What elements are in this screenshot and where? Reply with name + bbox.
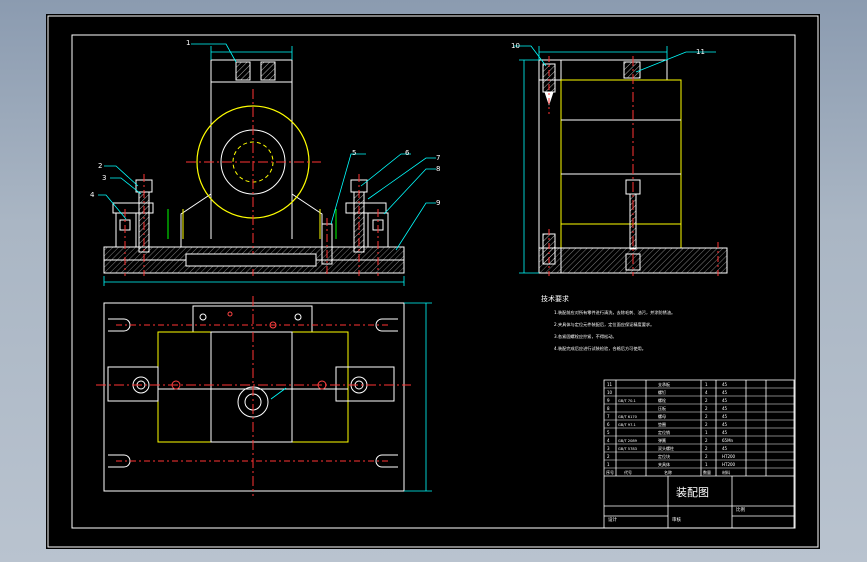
row-code: GB/T 6170 — [618, 415, 638, 419]
row-no: 3 — [607, 446, 610, 451]
row-mat: 45 — [722, 406, 728, 411]
balloon-11: 11 — [696, 48, 705, 56]
balloon-8: 8 — [436, 165, 440, 173]
row-name: 定位块 — [658, 453, 670, 459]
check-label: 审核 — [672, 516, 681, 523]
row-qty: 2 — [705, 438, 708, 443]
row-name: 支承板 — [658, 381, 670, 387]
row-qty: 1 — [705, 430, 708, 435]
front-view — [103, 46, 405, 286]
scale-label: 比例 — [736, 506, 745, 513]
row-mat: HT200 — [722, 462, 736, 467]
row-qty: 1 — [705, 382, 708, 387]
balloon-1: 1 — [186, 39, 190, 47]
designer-label: 设计 — [608, 516, 617, 523]
row-mat: 45 — [722, 382, 728, 387]
row-no: 1 — [607, 462, 610, 467]
balloon-7: 7 — [436, 154, 440, 162]
row-no: 4 — [607, 438, 610, 443]
row-no: 11 — [607, 382, 613, 387]
notes-title: 技术要求 — [541, 294, 569, 303]
row-name: 弹簧 — [658, 437, 666, 443]
row-mat: 45 — [722, 398, 728, 403]
balloon-3: 3 — [102, 174, 106, 182]
row-no: 5 — [607, 430, 610, 435]
row-no: 8 — [607, 406, 610, 411]
row-code: GB/T 5783 — [618, 447, 637, 451]
row-code: GB/T 97.1 — [618, 423, 636, 427]
technical-notes: 1.装配前应对所有零件进行清洗，去除毛刺、油污，并涂防锈油。 2.夹具体与定位元件… — [554, 309, 675, 352]
balloon-4: 4 — [90, 191, 95, 199]
note-line: 3.各紧固螺栓应拧紧，不得松动。 — [554, 333, 617, 340]
note-line: 1.装配前应对所有零件进行清洗，去除毛刺、油污，并涂防锈油。 — [554, 309, 675, 316]
header-mat: 材料 — [722, 469, 730, 475]
note-line: 2.夹具体与定位元件装配后，定位面应保证精度要求。 — [554, 321, 654, 328]
drawing-title: 装配图 — [676, 486, 709, 499]
row-name: 垫圈 — [658, 421, 666, 427]
header-no: 序号 — [606, 469, 614, 475]
row-mat: 45 — [722, 390, 728, 395]
row-qty: 1 — [705, 462, 708, 467]
row-qty: 2 — [705, 454, 708, 459]
row-code: GB/T 2089 — [618, 439, 638, 443]
row-no: 10 — [607, 390, 613, 395]
inner-border — [71, 34, 796, 529]
balloon-6: 6 — [405, 149, 410, 157]
row-name: 定位销 — [658, 429, 670, 435]
row-name: 螺栓 — [658, 397, 666, 403]
row-mat: HT200 — [722, 454, 736, 459]
side-view — [514, 45, 728, 276]
row-no: 9 — [607, 398, 610, 403]
row-name: 螺母 — [658, 413, 666, 419]
header-name: 名称 — [664, 469, 672, 475]
row-mat: 45 — [722, 414, 728, 419]
row-no: 2 — [607, 454, 610, 459]
top-view — [96, 296, 432, 496]
row-qty: 2 — [705, 406, 708, 411]
row-qty: 4 — [705, 390, 708, 395]
row-name: 双头螺柱 — [658, 445, 674, 451]
row-qty: 2 — [705, 414, 708, 419]
note-line: 4.装配完成后应进行试装检验，合格后方可使用。 — [554, 345, 646, 352]
row-mat: 45 — [722, 430, 728, 435]
balloon-5: 5 — [352, 149, 356, 157]
front-leaders — [98, 43, 436, 251]
row-mat: 65Mn — [722, 438, 734, 443]
row-mat: 45 — [722, 422, 728, 427]
balloon-2: 2 — [98, 162, 102, 170]
outer-border — [47, 15, 819, 548]
balloon-10: 10 — [511, 42, 520, 50]
row-no: 6 — [607, 422, 610, 427]
row-qty: 2 — [705, 398, 708, 403]
row-name: 螺钉 — [658, 389, 666, 395]
row-mat: 45 — [722, 446, 728, 451]
row-no: 7 — [607, 414, 610, 419]
row-code: GB/T 70.1 — [618, 399, 636, 403]
row-name: 夹具体 — [658, 461, 670, 467]
row-name: 压板 — [658, 405, 666, 411]
balloon-9: 9 — [436, 199, 440, 207]
row-qty: 2 — [705, 446, 708, 451]
row-qty: 2 — [705, 422, 708, 427]
header-code: 代号 — [624, 469, 632, 475]
header-qty: 数量 — [703, 469, 711, 475]
